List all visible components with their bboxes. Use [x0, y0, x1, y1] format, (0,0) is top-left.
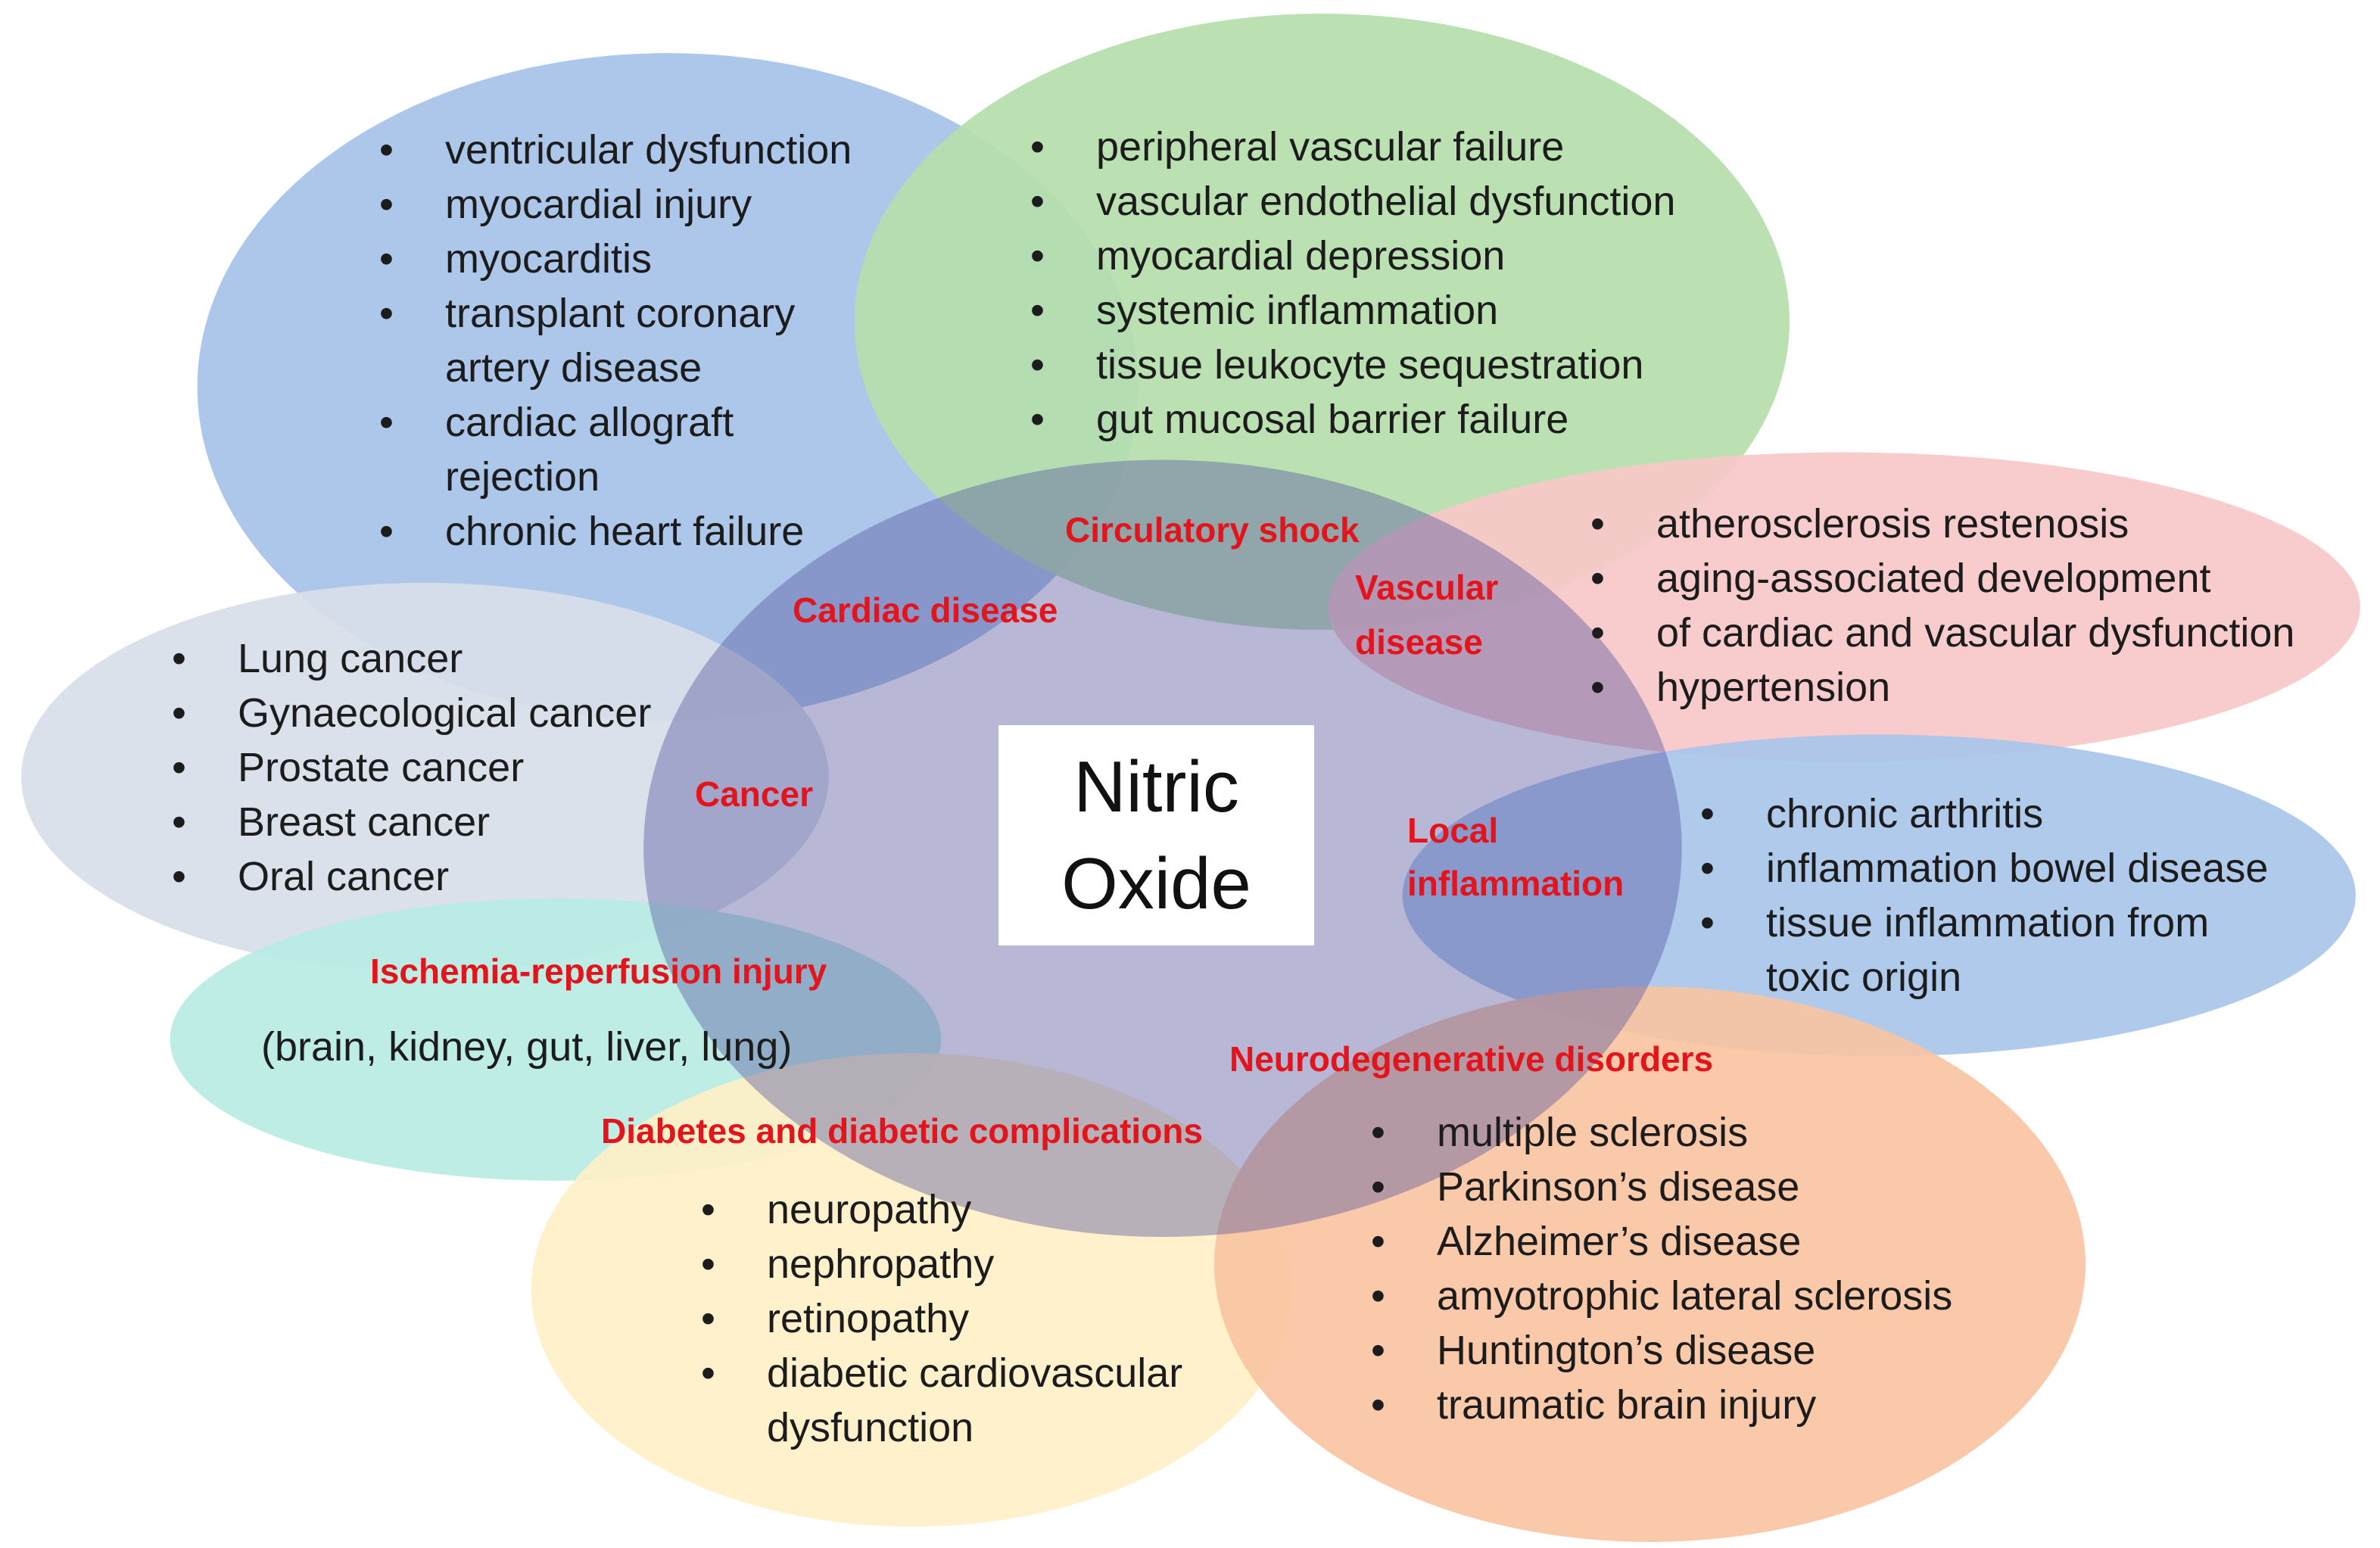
list-item: chronic heart failure [379, 504, 852, 559]
list-item: gut mucosal barrier failure [1030, 392, 1675, 447]
list-item: vascular endothelial dysfunction [1030, 174, 1675, 229]
list-item: ventricular dysfunction [379, 123, 852, 177]
ischemia-organs-note: (brain, kidney, gut, liver, lung) [261, 1024, 793, 1070]
vascular-disease-list: atherosclerosis restenosis aging-associa… [1590, 497, 2294, 715]
cancer-label: Cancer [695, 774, 813, 814]
list-item: Parkinson’s disease [1371, 1160, 1952, 1214]
list-item: chronic arthritis [1700, 786, 2268, 841]
list-item: Gynaecological cancer [172, 686, 651, 740]
list-item: Alzheimer’s disease [1371, 1214, 1952, 1269]
local-inflammation-list: chronic arthritis inflammation bowel dis… [1700, 786, 2268, 1004]
list-item: transplant coronary artery disease [379, 286, 852, 395]
cardiac-disease-list: ventricular dysfunction myocardial injur… [379, 123, 852, 559]
center-title-line1: Nitric [1073, 746, 1239, 827]
cardiac-disease-label: Cardiac disease [793, 590, 1058, 630]
neurodegenerative-label: Neurodegenerative disorders [1229, 1039, 1714, 1079]
ischemia-reperfusion-label: Ischemia-reperfusion injury [370, 952, 827, 991]
list-item: multiple sclerosis [1371, 1105, 1952, 1160]
diabetes-list: neuropathy nephropathy retinopathy diabe… [701, 1182, 1182, 1455]
circulatory-shock-label: Circulatory shock [1065, 510, 1360, 550]
list-item: myocardial injury [379, 177, 852, 232]
list-item: hypertension [1590, 660, 2294, 715]
list-item: Oral cancer [172, 849, 651, 904]
local-inflammation-label: Local inflammation [1407, 811, 1625, 903]
list-item: Huntington’s disease [1371, 1323, 1952, 1378]
center-title-line2: Oxide [1061, 843, 1251, 924]
list-item: amyotrophic lateral sclerosis [1371, 1269, 1952, 1323]
list-item: diabetic cardiovascular dysfunction [701, 1346, 1182, 1455]
list-item: cardiac allograft rejection [379, 395, 852, 504]
vascular-disease-label: Vascular disease [1355, 568, 1499, 662]
list-item: Lung cancer [172, 631, 651, 686]
list-item: tissue leukocyte sequestration [1030, 338, 1675, 392]
list-item: Breast cancer [172, 795, 651, 849]
list-item: myocardial depression [1030, 229, 1675, 283]
list-item: Prostate cancer [172, 740, 651, 795]
list-item: nephropathy [701, 1237, 1182, 1291]
circulatory-shock-list: peripheral vascular failure vascular end… [1030, 120, 1675, 447]
list-item: retinopathy [701, 1291, 1182, 1346]
list-item: peripheral vascular failure [1030, 120, 1675, 174]
list-item: atherosclerosis restenosis [1590, 497, 2294, 551]
list-item: aging-associated development [1590, 551, 2294, 606]
diabetes-label: Diabetes and diabetic complications [601, 1111, 1203, 1151]
list-item: of cardiac and vascular dysfunction [1590, 606, 2294, 660]
list-item: traumatic brain injury [1371, 1378, 1952, 1432]
list-item: inflammation bowel disease [1700, 841, 2268, 895]
list-item: tissue inflammation from toxic origin [1700, 895, 2268, 1004]
neurodegenerative-list: multiple sclerosis Parkinson’s disease A… [1371, 1105, 1952, 1432]
list-item: neuropathy [701, 1182, 1182, 1237]
list-item: systemic inflammation [1030, 283, 1675, 338]
list-item: myocarditis [379, 232, 852, 286]
nitric-oxide-center-box: Nitric Oxide [998, 725, 1314, 945]
cancer-list: Lung cancer Gynaecological cancer Prosta… [172, 631, 651, 904]
